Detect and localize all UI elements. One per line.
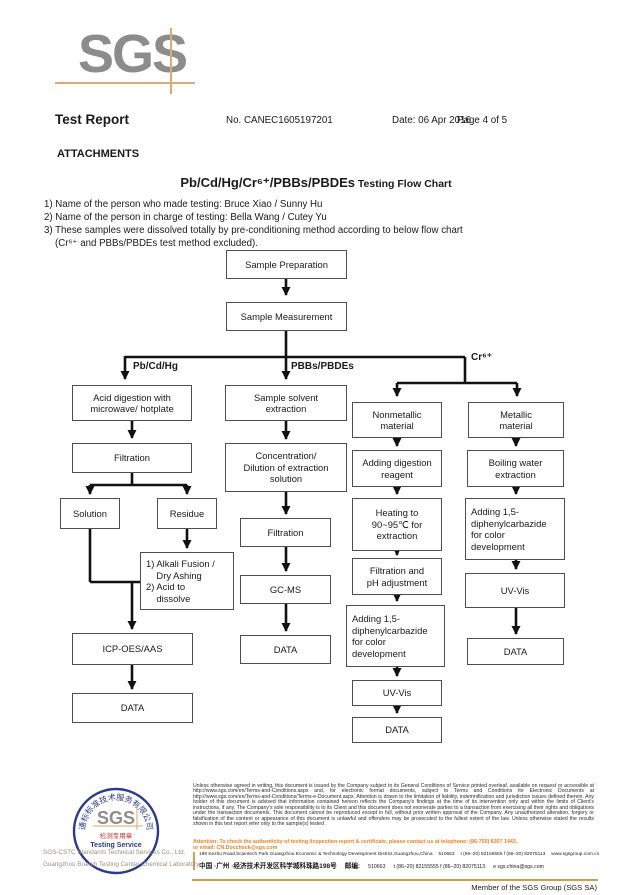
report-date: Date: 06 Apr 2016 (392, 115, 471, 126)
company-name-lines: SGS-CSTC Standards Technical Services Co… (43, 847, 201, 870)
address-cn: 中国 ·广州 ·经济技术开发区科学城科珠路198号 (199, 863, 337, 870)
flow-box-filtration-left: Filtration (72, 443, 192, 473)
flow-box-diphenylcarbazide-nonmetal: Adding 1,5- diphenylcarbazide for color … (346, 605, 445, 667)
footer-rule (192, 879, 598, 881)
company-line-2: Guangzhou Branch Testing Center Chemical… (43, 860, 201, 868)
email: e sgs.china@sgs.com (493, 864, 544, 870)
flow-box-filtration-ph: Filtration and pH adjustment (352, 558, 442, 595)
flow-chart-title-main: Pb/Cd/Hg/Cr⁶⁺/PBBs/PBDEs (180, 175, 355, 190)
flow-box-data-left: DATA (72, 693, 193, 723)
flow-box-nonmetallic-material: Nonmetallic material (352, 402, 442, 438)
attachments-heading: ATTACHMENTS (57, 148, 140, 160)
flow-box-gc-ms: GC-MS (240, 575, 331, 604)
flow-box-sample-preparation: Sample Preparation (226, 250, 347, 279)
stamp-sgs-logo: SGS (97, 808, 135, 828)
flow-connectors (85, 279, 522, 714)
address-row-cn: 中国 ·广州 ·经济技术开发区科学城科珠路198号 邮编: 510663 t (… (199, 860, 597, 870)
flow-chart-title: Pb/Cd/Hg/Cr⁶⁺/PBBs/PBDEs Testing Flow Ch… (0, 174, 632, 192)
flow-box-sample-measurement: Sample Measurement (226, 302, 347, 331)
address-en: 198 Kezhu Road,Scientech Park Guangzhou … (199, 852, 433, 857)
branch-label-pbbs-pbdes: PBBs/PBDEs (291, 361, 354, 372)
postal-cn-label: 邮编: (344, 863, 361, 870)
flow-box-data-metal: DATA (467, 638, 564, 665)
logo-vertical-rule (170, 28, 172, 94)
member-of-sgs-group: Member of the SGS Group (SGS SA) (471, 883, 597, 892)
testing-service-stamp: 通标标准技术服务有限公司 SGS 检测专用章 Testing Service (72, 787, 160, 875)
flow-box-diphenylcarbazide-metal: Adding 1,5- diphenylcarbazide for color … (465, 498, 565, 560)
flow-chart-title-sub: Testing Flow Chart (355, 178, 452, 190)
postal-cn: 510663 (368, 864, 386, 870)
contact-en: t (86–20) 82155555 f (86–20) 82075113 (460, 852, 546, 857)
testing-flow-chart: Pb/Cd/Hg PBBs/PBDEs Cr⁶⁺ Sample Preparat… (0, 245, 632, 757)
report-number: No. CANEC1605197201 (226, 115, 333, 126)
flow-box-icp-oes-aas: ICP-OES/AAS (72, 633, 193, 665)
website: www.sgsgroup.com.cn (551, 852, 600, 857)
flow-box-alkali-fusion: 1) Alkali Fusion / Dry Ashing 2) Acid to… (140, 552, 234, 610)
flow-box-metallic-material: Metallic material (468, 402, 564, 438)
attention-line-1: Attention: To check the authenticity of … (193, 839, 518, 845)
flow-box-residue: Residue (157, 498, 217, 529)
sgs-logo: SGS (78, 24, 188, 84)
notes-block: 1) Name of the person who made testing: … (44, 198, 463, 250)
note-3: 3) These samples were dissolved totally … (44, 225, 463, 236)
note-2: 2) Name of the person in charge of testi… (44, 212, 327, 223)
address-block: 198 Kezhu Road,Scientech Park Guangzhou … (193, 852, 600, 870)
branch-label-cr6: Cr⁶⁺ (471, 352, 492, 363)
flow-box-concentration-dilution: Concentration/ Dilution of extraction so… (225, 443, 347, 492)
logo-horizontal-rule (55, 82, 195, 84)
page-indicator: Page 4 of 5 (457, 115, 508, 126)
flow-box-acid-digestion: Acid digestion with microwave/ hotplate (72, 385, 192, 421)
address-row-en: 198 Kezhu Road,Scientech Park Guangzhou … (199, 852, 600, 857)
flow-box-solvent-extraction: Sample solvent extraction (225, 385, 347, 421)
flow-box-filtration-mid: Filtration (240, 518, 331, 547)
flow-box-solution: Solution (60, 498, 120, 529)
stamp-red-text: 检测专用章 (100, 831, 133, 840)
branch-label-pb-cd-hg: Pb/Cd/Hg (133, 361, 178, 372)
flow-box-heating-extraction: Heating to 90~95℃ for extraction (352, 498, 442, 551)
attention-notice: Attention: To check the authenticity of … (193, 839, 594, 851)
postal-en: 510663 (438, 852, 455, 857)
company-line-1: SGS-CSTC Standards Technical Services Co… (43, 849, 186, 856)
note-1: 1) Name of the person who made testing: … (44, 199, 323, 210)
stamp-testing-service: Testing Service (90, 842, 141, 849)
flow-box-data-mid: DATA (240, 635, 331, 664)
note-3-continued: (Cr⁶⁺ and PBBs/PBDEs test method exclude… (55, 238, 258, 249)
flow-box-uv-vis-metal: UV-Vis (465, 573, 565, 608)
legal-disclaimer: Unless otherwise agreed in writing, this… (193, 783, 594, 828)
report-title: Test Report (55, 112, 130, 127)
contact-cn: t (86–20) 82155555 f (86–20) 82075113 (393, 864, 486, 870)
flow-box-uv-vis-nonmetal: UV-Vis (352, 680, 442, 706)
attention-line-2: or email: CN.Doccheck@sgs.com (193, 845, 278, 851)
flow-box-boiling-water: Boiling water extraction (467, 450, 564, 487)
flow-box-data-nonmetal: DATA (352, 717, 442, 743)
flow-box-adding-digestion-reagent: Adding digestion reagent (352, 450, 442, 487)
